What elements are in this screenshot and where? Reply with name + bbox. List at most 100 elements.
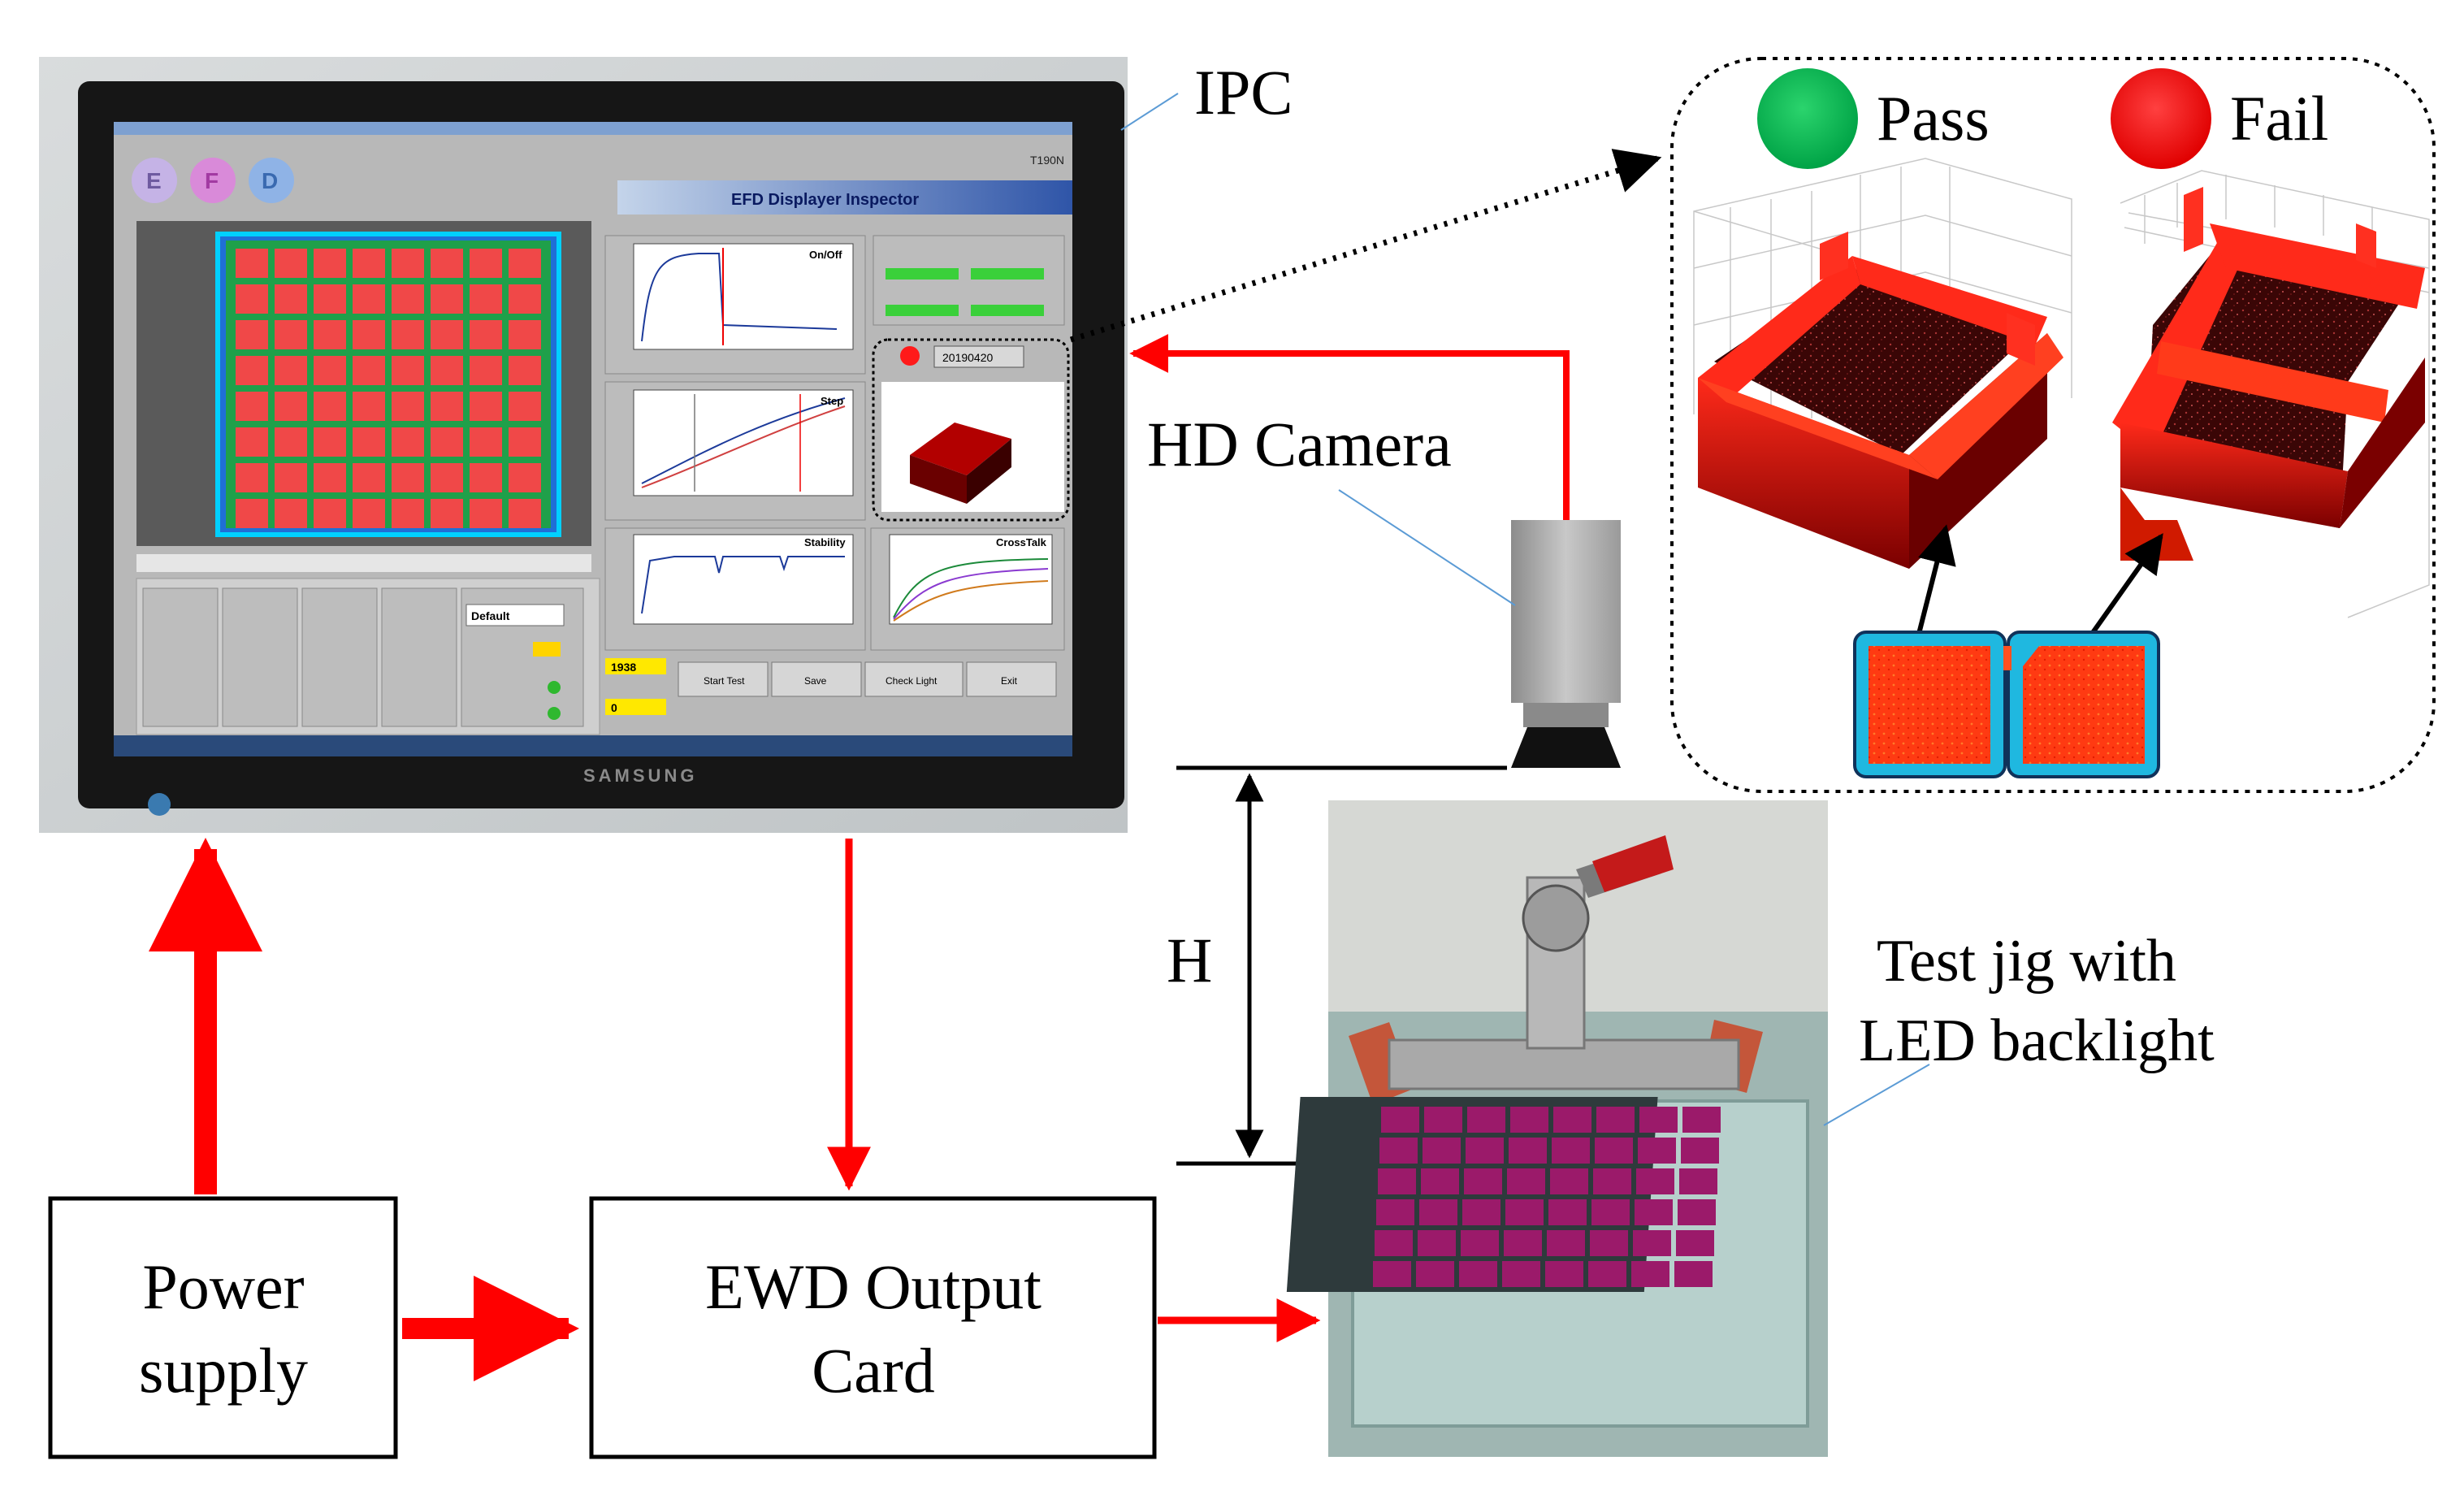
ewd-output-card-line2: Card: [812, 1335, 935, 1406]
pixel-cell: [1636, 1168, 1674, 1194]
status-bar-2: [971, 268, 1044, 280]
pixel-cell: [1545, 1261, 1583, 1287]
status-led-red: [900, 346, 920, 366]
pixel-cell: [1679, 1168, 1717, 1194]
pixel-cell: [1376, 1199, 1414, 1225]
pixel-cell: [1462, 1199, 1500, 1225]
pixel-cell: [275, 356, 307, 385]
ipc-leader-line: [1120, 93, 1179, 131]
pixel-cell: [470, 249, 502, 278]
pixel-cell: [1639, 1107, 1678, 1133]
pixel-cell: [392, 463, 424, 492]
counter-value: 1938: [611, 661, 636, 674]
status-bar-4: [971, 305, 1044, 316]
pixel-cell: [1631, 1261, 1669, 1287]
pixel-cell: [1381, 1107, 1419, 1133]
exit-button[interactable]: [966, 661, 1057, 697]
fail-wall-back-left: [2112, 228, 2238, 455]
pixel-cell: [236, 249, 268, 278]
pixel-cell: [1502, 1261, 1540, 1287]
pixel-cell: [431, 320, 463, 349]
pixel-cell: [509, 392, 541, 421]
thumbnail-wall-top: [910, 423, 1011, 475]
arrow-fail-pixel: [2089, 533, 2163, 635]
pass-wall-back-right: [1852, 256, 2047, 345]
pixel-cell: [353, 284, 385, 314]
pixel-cell: [1681, 1138, 1719, 1164]
mode-dropdown[interactable]: [466, 604, 565, 626]
pixel-cell: [1459, 1261, 1497, 1287]
pixel-cell: [1550, 1168, 1588, 1194]
pixel-cell: [353, 427, 385, 457]
chart-step-curve-2: [641, 405, 846, 488]
status-code: 20190420: [942, 351, 994, 364]
pixel-cell: [236, 320, 268, 349]
pixel-cell: [236, 499, 268, 528]
fail-defect-ridge: [2157, 341, 2388, 423]
pixel-cell: [1416, 1261, 1454, 1287]
pixel-cell: [1504, 1230, 1542, 1256]
pixel-cell: [1593, 1168, 1631, 1194]
pixel-cell: [1378, 1168, 1416, 1194]
pixel-cell: [314, 427, 346, 457]
status-led-1: [548, 681, 561, 694]
save-button[interactable]: [771, 661, 862, 697]
fail-wall-back-right: [2210, 223, 2425, 309]
pixel-cell: [1505, 1199, 1544, 1225]
chart-step-curve-1: [641, 397, 846, 484]
pixel-cell: [470, 356, 502, 385]
pixel-cell: [1507, 1168, 1545, 1194]
test-jig-leader-line: [1823, 1064, 1930, 1126]
pixel-cell: [1419, 1199, 1457, 1225]
pixel-cell: [1464, 1168, 1502, 1194]
chart-on-off-curve: [641, 253, 838, 342]
pixel-cell: [1676, 1230, 1714, 1256]
pass-3d-model: [1693, 158, 2072, 569]
chart-on-off-title: On/Off: [809, 249, 842, 261]
pixel-cell: [1375, 1230, 1413, 1256]
pixel-cell: [1461, 1230, 1499, 1256]
pass-wall-back-left: [1698, 256, 1860, 402]
pixel-cell: [353, 499, 385, 528]
hd-camera-label: HD Camera: [1147, 409, 1452, 479]
camera-lens: [1511, 727, 1621, 768]
status-bar-3: [886, 305, 959, 316]
pixel-cell: [1421, 1168, 1459, 1194]
jig-clamp-handle: [1592, 835, 1674, 892]
pixel-cell: [236, 284, 268, 314]
settings-groups: Default: [142, 587, 584, 727]
pixel-cell: [1418, 1230, 1456, 1256]
pixel-cell: [431, 463, 463, 492]
pixel-cell: [509, 499, 541, 528]
pixel-cell: [509, 320, 541, 349]
pixel-cell: [1682, 1107, 1721, 1133]
jig-clamp-hinge: [1522, 884, 1590, 952]
chart-on-off-plot: [633, 243, 854, 350]
pixel-cell: [470, 499, 502, 528]
pixel-cell: [431, 249, 463, 278]
chart-stability-title: Stability: [804, 536, 846, 548]
pixel-cell: [275, 320, 307, 349]
pixel-cell: [470, 427, 502, 457]
level-indicator: [533, 642, 561, 657]
exit-label: Exit: [1001, 675, 1018, 687]
chart-crosstalk-curve-3: [893, 580, 1049, 622]
pixel-cell: [431, 356, 463, 385]
thumbnail-wall-left: [910, 455, 967, 504]
pixel-cell: [1424, 1107, 1462, 1133]
check-light-label: Check Light: [886, 675, 938, 687]
power-supply-line2: supply: [139, 1335, 308, 1406]
pixel-grid: [236, 249, 541, 528]
chart-step-title: Step: [821, 395, 843, 407]
status-code-field: [933, 345, 1024, 368]
fail-corner-post: [2184, 187, 2203, 252]
pixel-cell: [1590, 1230, 1628, 1256]
pixel-cell: [1596, 1107, 1635, 1133]
chart-step: Step: [604, 381, 866, 521]
chart-on-off: On/Off: [604, 235, 866, 375]
check-light-button[interactable]: [864, 661, 964, 697]
start-test-button[interactable]: [678, 661, 769, 697]
pass-indicator: [1757, 68, 1858, 169]
pixel-crosstalk-defect: [2003, 646, 2011, 670]
